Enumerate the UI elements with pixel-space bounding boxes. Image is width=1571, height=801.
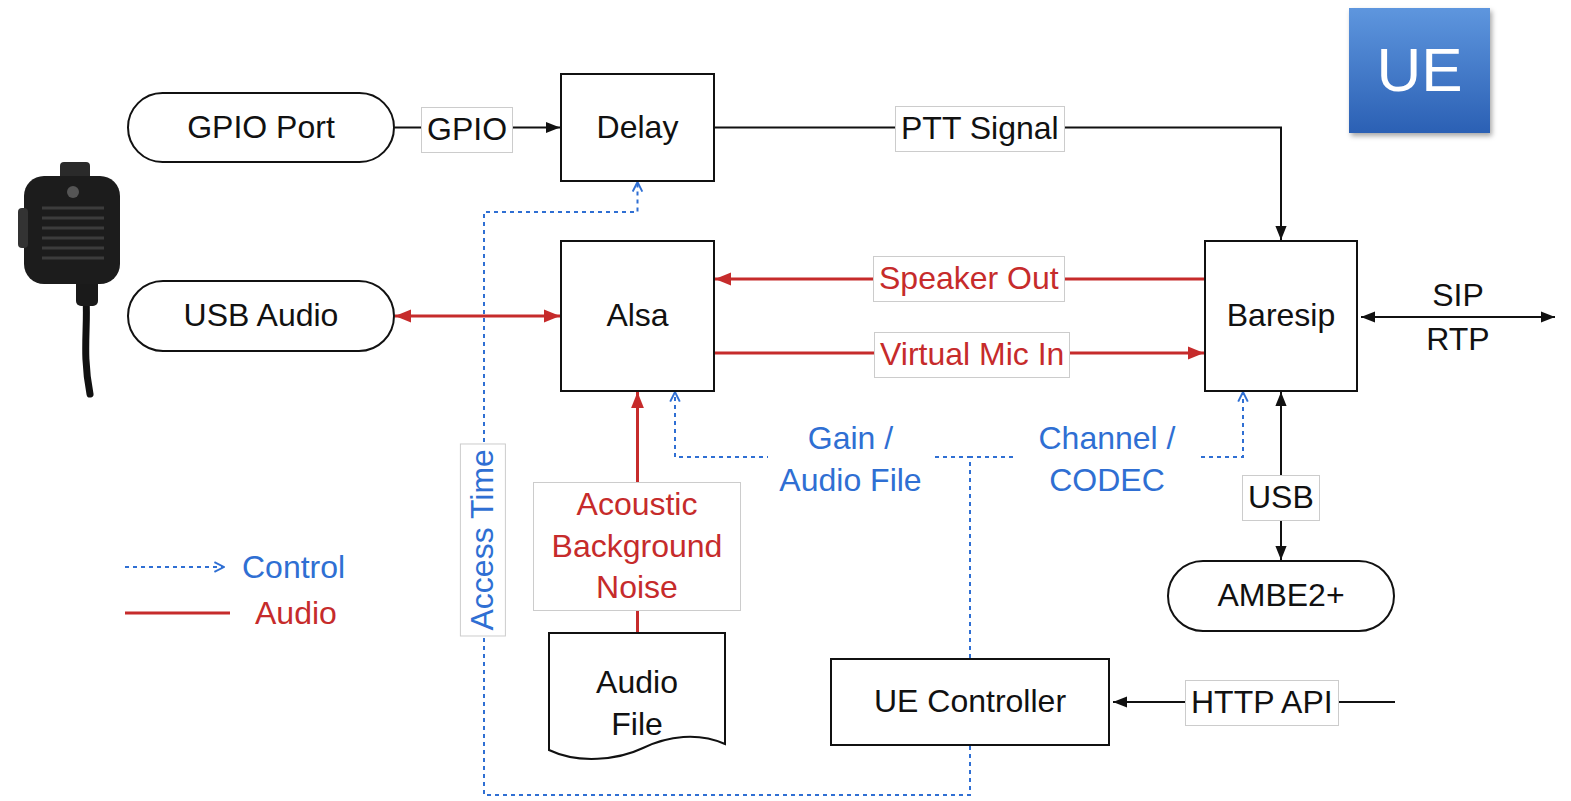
node-text: Audio File — [582, 662, 692, 745]
node-text: UE — [1376, 36, 1462, 104]
document-shape: Audio File — [548, 632, 726, 766]
process-box: Alsa — [560, 240, 715, 392]
node-text: GPIO Port — [187, 107, 335, 149]
document-path — [549, 633, 725, 759]
node-text: Baresip — [1227, 295, 1336, 337]
edge-label: USB — [1242, 475, 1320, 521]
signal-label: SIP RTP — [1413, 272, 1503, 362]
node-text: AMBE2+ — [1217, 575, 1344, 617]
edge-label: Channel / CODEC — [1017, 417, 1197, 502]
legend-text: Control — [242, 548, 345, 586]
edge-label: Acoustic Background Noise — [533, 482, 741, 611]
edge-label: Virtual Mic In — [874, 332, 1070, 378]
process-box: Baresip — [1204, 240, 1358, 392]
node-text: UE Controller — [874, 681, 1066, 723]
port-pill: AMBE2+ — [1167, 560, 1395, 632]
legend-control-sample — [125, 566, 224, 568]
port-pill: USB Audio — [127, 280, 395, 352]
legend-audio-sample — [125, 612, 230, 615]
node-text: USB Audio — [184, 295, 339, 337]
port-pill: GPIO Port — [127, 92, 395, 163]
title-badge: UE — [1349, 8, 1490, 133]
speaker-mic-illustration — [16, 158, 132, 398]
audio-connector — [395, 315, 560, 318]
process-box: UE Controller — [830, 658, 1110, 746]
edge-label: Access Time — [460, 443, 506, 636]
edge-label: Speaker Out — [873, 256, 1065, 302]
sip-rtp-line — [1361, 316, 1555, 318]
node-text: Delay — [597, 107, 679, 149]
edge-label: PTT Signal — [895, 106, 1065, 152]
process-box: Delay — [560, 73, 715, 182]
legend-text: Audio — [255, 594, 337, 632]
node-text: Alsa — [606, 295, 668, 337]
edge-label: Gain / Audio File — [768, 417, 933, 502]
signal-label: HTTP API — [1185, 680, 1339, 726]
edge-label: GPIO — [421, 107, 513, 153]
